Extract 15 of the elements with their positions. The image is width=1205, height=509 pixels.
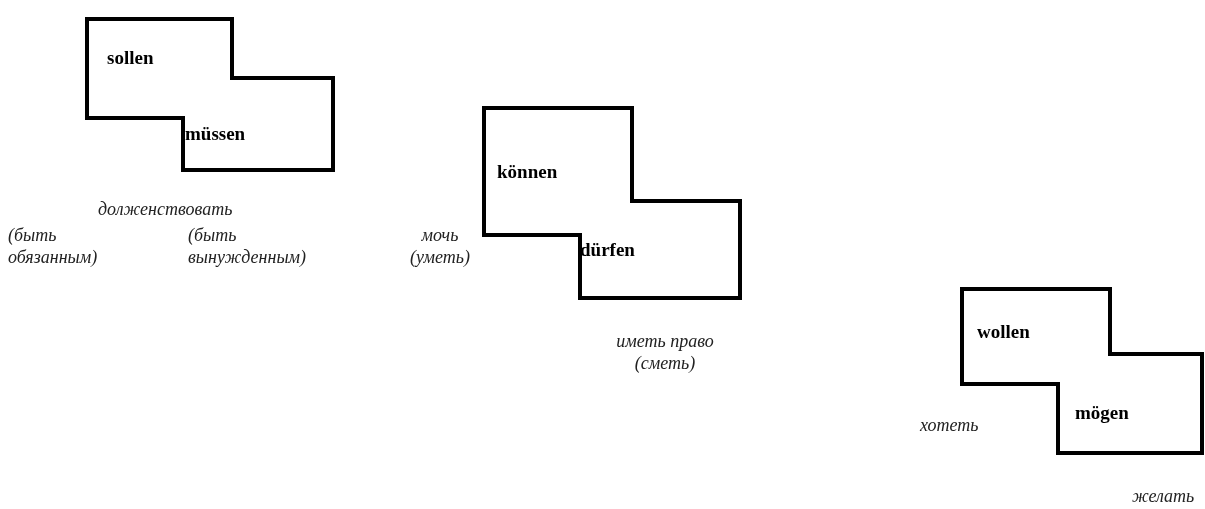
verb-label: mögen bbox=[1075, 402, 1129, 424]
verb-label: dürfen bbox=[580, 239, 635, 261]
stepped-box bbox=[85, 17, 335, 172]
translation-text: иметь право (сметь) bbox=[615, 330, 715, 374]
verb-label: sollen bbox=[107, 47, 154, 69]
translation-text: хотеть bbox=[920, 414, 980, 436]
verb-label: wollen bbox=[977, 321, 1030, 343]
verb-label: können bbox=[497, 161, 558, 183]
translation-text: (быть вынужденным) bbox=[188, 224, 308, 268]
translation-text: желать bbox=[1132, 485, 1196, 507]
stepped-box bbox=[482, 106, 742, 300]
translation-text: долженствовать bbox=[98, 198, 234, 220]
translation-text: (быть обязанным) bbox=[8, 224, 99, 268]
verb-label: müssen bbox=[185, 123, 246, 145]
translation-text: мочь (уметь) bbox=[409, 224, 471, 268]
